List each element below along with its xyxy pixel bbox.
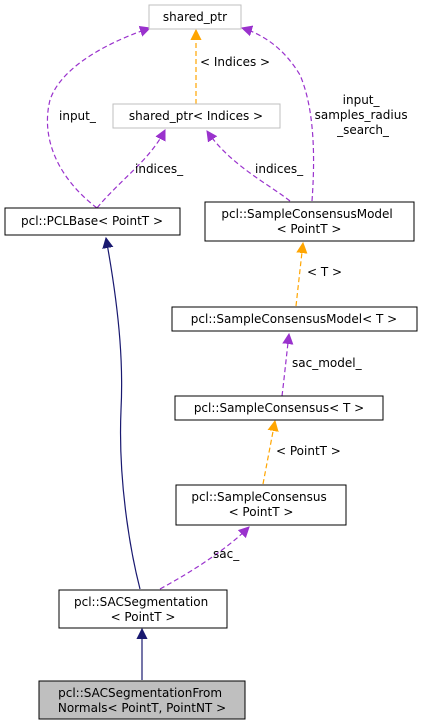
node-pclbase-text: pcl::PCLBase< PointT > <box>21 214 163 228</box>
label-sac-model: sac_model_ <box>292 356 363 370</box>
node-sac-segmentation-line-1: pcl::SACSegmentation <box>74 595 208 609</box>
node-sample-consensus-model-t-line-1: pcl::SampleConsensusModel< T > <box>191 312 397 326</box>
label-input-samples: input_ samples_radius _search_ <box>315 93 412 137</box>
label-indices-left-line: indices_ <box>135 162 184 176</box>
edge-template-t <box>295 243 303 307</box>
node-sac-segmentation-from-normals-text: pcl::SACSegmentationFrom Normals< PointT… <box>58 686 226 715</box>
node-sample-consensus-pointt-text: pcl::SampleConsensus < PointT > <box>191 490 330 519</box>
label-sac-line: sac_ <box>213 547 240 561</box>
node-shared-ptr-indices-line-1: shared_ptr< Indices > <box>129 109 263 123</box>
edge-input-samples <box>242 28 315 202</box>
edge-inherit-pclbase <box>106 238 141 590</box>
label-input: input_ <box>59 109 97 123</box>
node-sac-segmentation-line-2: < PointT > <box>111 610 176 624</box>
label-template-pointt: < PointT > <box>276 444 341 458</box>
node-sample-consensus-t-text: pcl::SampleConsensus< T > <box>194 401 364 415</box>
node-shared-ptr-text: shared_ptr <box>163 10 227 24</box>
node-shared-ptr-indices-text: shared_ptr< Indices > <box>129 109 263 123</box>
label-input-samples-line-1: input_ <box>343 93 381 107</box>
label-input-samples-line-3: _search_ <box>336 123 390 137</box>
node-pclbase-line-1: pcl::PCLBase< PointT > <box>21 214 163 228</box>
label-input-line: input_ <box>59 109 97 123</box>
label-template-t-line: < T > <box>307 265 342 279</box>
edge-input <box>46 28 150 209</box>
node-sample-consensus-pointt-line-1: pcl::SampleConsensus <box>191 490 326 504</box>
node-sample-consensus-t[interactable]: pcl::SampleConsensus< T > <box>174 395 384 421</box>
node-sac-segmentation-from-normals-line-1: pcl::SACSegmentationFrom <box>58 686 222 700</box>
label-template-t: < T > <box>307 265 342 279</box>
label-template-pointt-line: < PointT > <box>276 444 341 458</box>
node-sample-consensus-pointt-line-2: < PointT > <box>229 505 294 519</box>
node-shared-ptr-indices[interactable]: shared_ptr< Indices > <box>112 103 281 129</box>
label-indices-right-line: indices_ <box>255 162 304 176</box>
label-indices-right: indices_ <box>255 162 304 176</box>
edge-sac-model <box>281 334 289 397</box>
node-sample-consensus-t-line-1: pcl::SampleConsensus< T > <box>194 401 364 415</box>
node-sample-consensus-model-t[interactable]: pcl::SampleConsensusModel< T > <box>171 306 418 332</box>
node-sac-segmentation[interactable]: pcl::SACSegmentation < PointT > <box>58 589 228 629</box>
node-sample-consensus-pointt[interactable]: pcl::SampleConsensus < PointT > <box>175 484 347 526</box>
node-sac-segmentation-from-normals[interactable]: pcl::SACSegmentationFrom Normals< PointT… <box>38 680 246 720</box>
edge-template-pointt <box>262 421 275 485</box>
label-sac-model-line: sac_model_ <box>292 356 363 370</box>
edge-indices-right <box>207 131 291 202</box>
node-sample-consensus-model-t-text: pcl::SampleConsensusModel< T > <box>191 312 397 326</box>
label-sac: sac_ <box>213 547 240 561</box>
node-sac-segmentation-from-normals-line-2: Normals< PointT, PointNT > <box>58 701 226 715</box>
label-indices-left: indices_ <box>135 162 184 176</box>
node-shared-ptr-line-1: shared_ptr <box>163 10 227 24</box>
node-sample-consensus-model-pointt-line-2: < PointT > <box>277 222 342 236</box>
node-sac-segmentation-text: pcl::SACSegmentation < PointT > <box>74 595 212 624</box>
label-template-indices-line: < Indices > <box>200 55 270 69</box>
label-input-samples-line-2: samples_radius <box>315 108 408 122</box>
node-sample-consensus-model-pointt-text: pcl::SampleConsensusModel < PointT > <box>221 207 396 236</box>
label-template-indices: < Indices > <box>200 55 270 69</box>
node-sample-consensus-model-pointt-line-1: pcl::SampleConsensusModel <box>221 207 392 221</box>
node-sample-consensus-model-pointt[interactable]: pcl::SampleConsensusModel < PointT > <box>204 201 415 242</box>
edge-sac <box>159 527 249 590</box>
node-pclbase[interactable]: pcl::PCLBase< PointT > <box>4 207 181 236</box>
edge-indices-left <box>96 130 166 209</box>
node-shared-ptr[interactable]: shared_ptr <box>148 4 242 30</box>
